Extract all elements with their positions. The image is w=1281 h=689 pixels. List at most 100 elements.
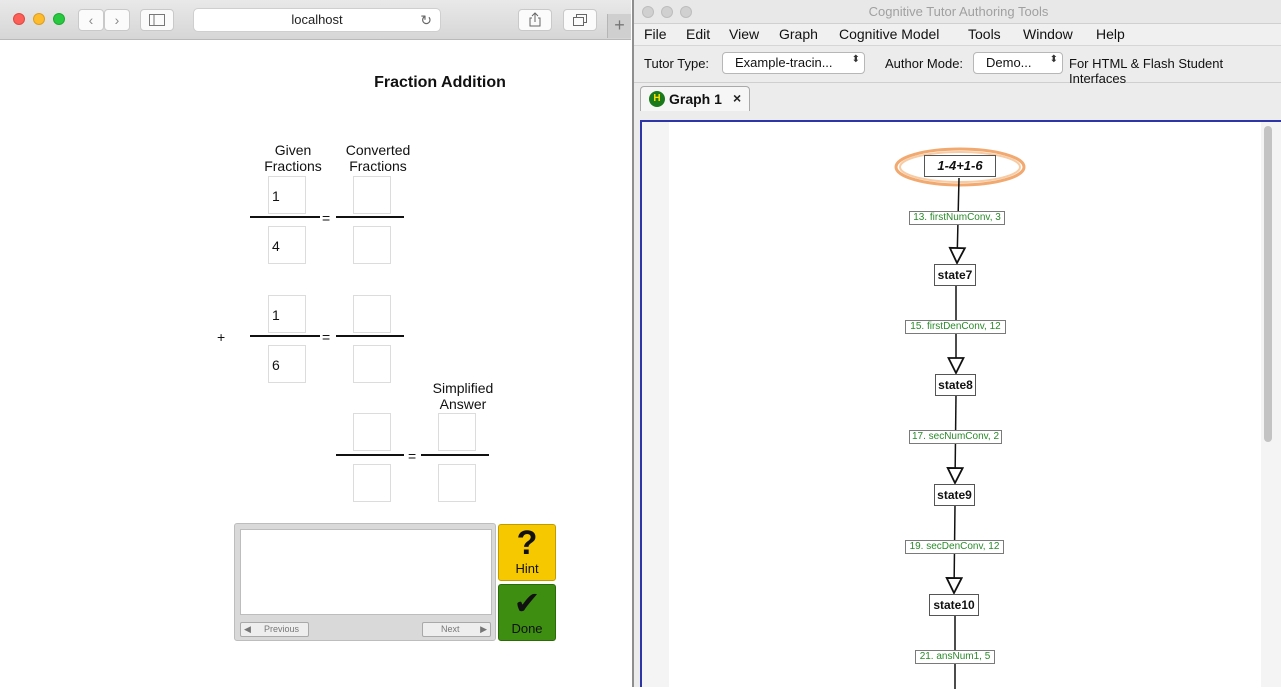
triangle-right-icon: ▶ [480,624,487,634]
sum-numerator[interactable] [353,413,391,451]
plus-icon: + [614,15,625,35]
converted-denominator-1[interactable] [353,226,391,264]
given-denominator-2: 6 [268,345,306,383]
zoom-window-button[interactable] [53,13,65,25]
edge-label[interactable]: 17. secNumConv, 2 [909,430,1002,444]
back-button[interactable]: ‹ [78,9,104,31]
hint-button[interactable]: ? Hint [498,524,556,581]
triangle-left-icon: ◀ [244,624,251,634]
simplified-denominator[interactable] [438,464,476,502]
tab-graph-1[interactable]: H Graph 1 × [640,86,750,111]
forward-button[interactable]: › [104,9,130,31]
done-button[interactable]: ✔ Done [498,584,556,641]
fraction-bar [336,216,404,218]
minimize-window-button[interactable] [661,6,673,18]
converted-fractions-header: Converted Fractions [345,142,411,174]
given-fractions-header: Given Fractions [264,142,322,174]
menu-cognitive-model[interactable]: Cognitive Model [839,26,940,42]
author-mode-value: Demo... [986,55,1032,70]
updown-arrow-icon: ⬍ [1049,54,1058,65]
close-window-button[interactable] [13,13,25,25]
sidebar-button[interactable] [140,9,174,31]
converted-numerator-1[interactable] [353,176,391,214]
ctat-window: Cognitive Tutor Authoring Tools File Edi… [632,0,1281,689]
share-button[interactable] [518,9,552,31]
fraction-bar [336,454,404,456]
menu-graph[interactable]: Graph [779,26,818,42]
fraction-bar [336,335,404,337]
menu-view[interactable]: View [729,26,760,42]
reload-icon[interactable]: ↻ [420,12,432,28]
minimize-window-button[interactable] [33,13,45,25]
vertical-scrollbar[interactable] [1264,126,1272,442]
menu-bar: File Edit View Graph Cognitive Model Too… [634,24,1281,46]
address-bar[interactable]: localhost ↻ [193,8,441,32]
author-mode-select[interactable]: Demo... ⬍ [973,52,1063,74]
start-state-highlight [894,147,1026,187]
fraction-bar [421,454,489,456]
plus-sign: + [217,329,226,345]
converted-numerator-2[interactable] [353,295,391,333]
converted-denominator-2[interactable] [353,345,391,383]
page-title: Fraction Addition [374,74,506,91]
fraction-bar [250,216,320,218]
menu-tools[interactable]: Tools [968,26,1001,42]
chevron-left-icon: ‹ [88,12,94,28]
menu-window[interactable]: Window [1023,26,1073,42]
state-node[interactable]: state10 [929,594,979,616]
sum-denominator[interactable] [353,464,391,502]
previous-hint-button[interactable]: ◀ Previous [240,622,309,637]
next-hint-button[interactable]: Next ▶ [422,622,491,637]
previous-label: Previous [264,624,300,634]
menu-file[interactable]: File [644,26,667,42]
chevron-right-icon: › [114,12,120,28]
question-mark-icon: ? [516,524,538,562]
zoom-window-button[interactable] [680,6,692,18]
given-numerator-2: 1 [268,295,306,333]
close-icon[interactable]: × [733,90,742,106]
simplified-answer-header: Simplified Answer [432,380,494,412]
edge-label[interactable]: 15. firstDenConv, 12 [905,320,1006,334]
new-tab-button[interactable]: + [607,14,631,38]
menu-help[interactable]: Help [1096,26,1125,42]
state-node[interactable]: state8 [935,374,976,396]
edge-label[interactable]: 13. firstNumConv, 3 [909,211,1005,225]
sidebar-icon [149,14,165,26]
tutor-type-value: Example-tracin... [735,55,833,70]
edge-label[interactable]: 19. secDenConv, 12 [905,540,1004,554]
toolbar: Tutor Type: Example-tracin... ⬍ Author M… [634,47,1281,86]
start-state-node[interactable]: 1-4+1-6 [924,155,996,177]
interface-note: For HTML & Flash Student Interfaces [1069,56,1224,86]
menu-edit[interactable]: Edit [686,26,711,42]
hint-text-area[interactable] [240,529,492,615]
ctat-titlebar: Cognitive Tutor Authoring Tools [634,0,1281,24]
given-numerator-1: 1 [268,176,306,214]
tabs-icon [573,14,587,26]
done-label: Done [511,621,543,636]
hint-window: ◀ Previous Next ▶ [234,523,496,641]
address-text: localhost [291,12,343,27]
fraction-bar [250,335,320,337]
equals-sign: = [322,329,331,345]
state-node[interactable]: state7 [934,264,976,286]
simplified-numerator[interactable] [438,413,476,451]
graph-tab-icon: H [649,91,665,107]
next-label: Next [441,624,460,634]
checkmark-icon: ✔ [513,585,541,621]
equals-sign: = [408,448,417,464]
browser-toolbar: ‹ › localhost ↻ + [0,0,631,40]
tutor-type-label: Tutor Type: [644,56,710,71]
hint-label: Hint [515,561,539,576]
given-denominator-1: 4 [268,226,306,264]
edge-label[interactable]: 21. ansNum1, 5 [915,650,995,664]
close-window-button[interactable] [642,6,654,18]
graph-panel: 1-4+1-6 13. firstNumConv, 3 state7 15. f… [640,120,1281,689]
tabs-overview-button[interactable] [563,9,597,31]
tutor-type-select[interactable]: Example-tracin... ⬍ [722,52,865,74]
browser-window: ‹ › localhost ↻ + Fraction Addition Give… [0,0,631,687]
equals-sign: = [322,210,331,226]
state-node[interactable]: state9 [934,484,975,506]
author-mode-label: Author Mode: [885,56,964,71]
share-icon [529,12,541,27]
behavior-graph-canvas[interactable]: 1-4+1-6 13. firstNumConv, 3 state7 15. f… [669,122,1261,689]
